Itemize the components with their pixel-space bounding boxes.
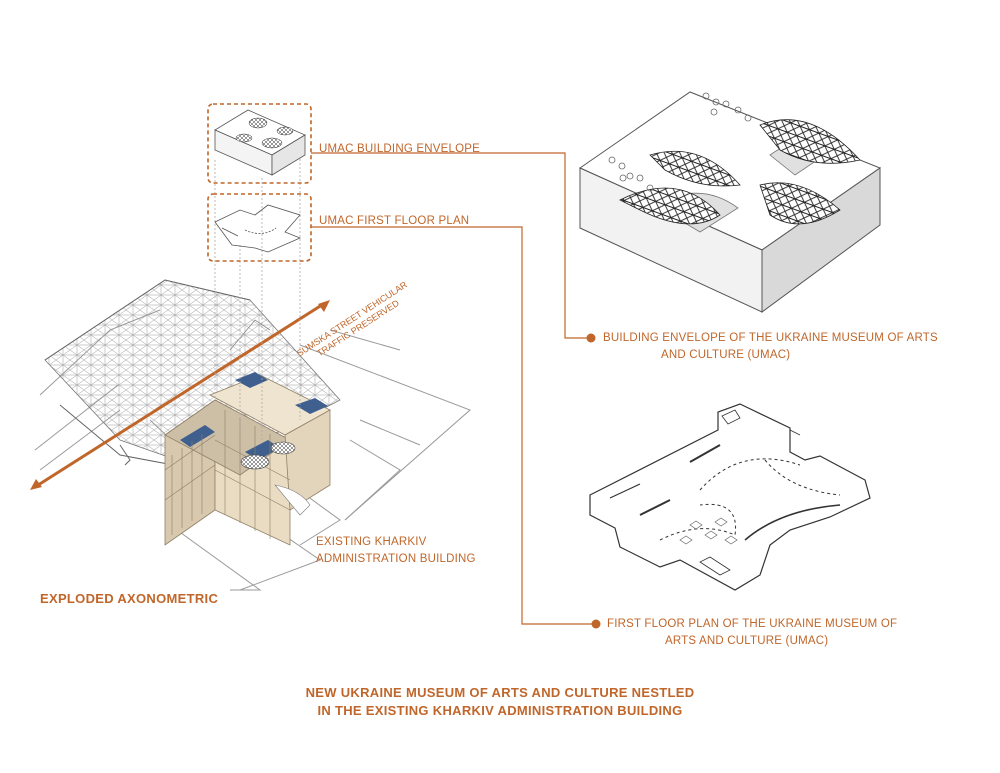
large-floorplan bbox=[589, 403, 871, 591]
existing-building bbox=[164, 372, 331, 546]
street-arrow bbox=[30, 300, 330, 490]
exploded-axonometric-title: EXPLODED AXONOMETRIC bbox=[40, 591, 219, 606]
small-floorplan bbox=[214, 204, 302, 253]
floor-desc-line1: FIRST FLOOR PLAN OF THE UKRAINE MUSEUM O… bbox=[607, 618, 898, 630]
existing-label-line1: EXISTING KHARKIV bbox=[316, 536, 427, 548]
floor-description: FIRST FLOOR PLAN OF THE UKRAINE MUSEUM O… bbox=[607, 616, 897, 650]
floorplan-dashed-box bbox=[207, 193, 312, 262]
envelope-desc-line2: AND CULTURE (UMAC) bbox=[661, 349, 791, 361]
floor-desc-line2: ARTS AND CULTURE (UMAC) bbox=[665, 635, 829, 647]
envelope-callout-label: UMAC BUILDING ENVELOPE bbox=[319, 143, 480, 155]
leader-lines bbox=[311, 152, 592, 625]
existing-building-label: EXISTING KHARKIV ADMINISTRATION BUILDING bbox=[316, 534, 476, 568]
small-envelope bbox=[214, 109, 306, 176]
main-caption-line1: NEW UKRAINE MUSEUM OF ARTS AND CULTURE N… bbox=[305, 685, 695, 700]
envelope-desc-line1: BUILDING ENVELOPE OF THE UKRAINE MUSEUM … bbox=[603, 332, 938, 344]
large-envelope bbox=[578, 91, 882, 313]
envelope-desc-bullet bbox=[586, 333, 596, 343]
main-caption-line2: IN THE EXISTING KHARKIV ADMINISTRATION B… bbox=[317, 703, 683, 718]
floor-desc-bullet bbox=[591, 619, 601, 629]
projection-lines bbox=[214, 155, 301, 440]
existing-label-line2: ADMINISTRATION BUILDING bbox=[316, 553, 476, 565]
main-caption: NEW UKRAINE MUSEUM OF ARTS AND CULTURE N… bbox=[0, 684, 1000, 720]
envelope-dashed-box bbox=[207, 103, 312, 184]
floorplan-callout-label: UMAC FIRST FLOOR PLAN bbox=[319, 215, 470, 227]
envelope-description: BUILDING ENVELOPE OF THE UKRAINE MUSEUM … bbox=[603, 330, 938, 364]
